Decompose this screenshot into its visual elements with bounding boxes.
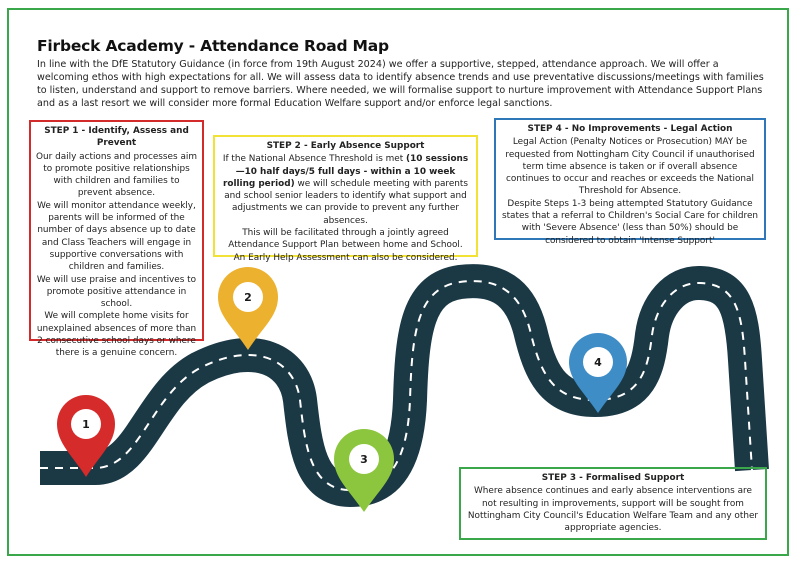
step-3-heading: STEP 3 - Formalised Support [466,472,760,484]
pin-3-label: 3 [360,453,368,466]
step-1-heading: STEP 1 - Identify, Assess and Prevent [36,125,197,150]
step-2-text-1: If the National Absence Threshold is met… [220,153,471,227]
step-4-box: STEP 4 - No Improvements - Legal Action … [494,118,766,240]
step-2-box: STEP 2 - Early Absence Support If the Na… [213,135,478,257]
step-4-text-2: Despite Steps 1-3 being attempted Statut… [501,198,759,247]
pin-1-label: 1 [82,418,90,431]
step-1-box: STEP 1 - Identify, Assess and Prevent Ou… [29,120,204,341]
step-2-heading: STEP 2 - Early Absence Support [220,140,471,152]
step-4-text-1: Legal Action (Penalty Notices or Prosecu… [501,136,759,197]
step-2-text-2: This will be facilitated through a joint… [220,227,471,252]
step-1-text-4: We will complete home visits for unexpla… [36,310,197,359]
step-1-text-2: We will monitor attendance weekly, paren… [36,200,197,274]
pin-4-label: 4 [594,356,602,369]
step-1-text-1: Our daily actions and processes aim to p… [36,151,197,200]
step-1-text-3: We will use praise and incentives to pro… [36,274,197,311]
pin-2-label: 2 [244,291,252,304]
pin-2: 2 [218,267,278,350]
step-4-heading: STEP 4 - No Improvements - Legal Action [501,123,759,135]
step-3-box: STEP 3 - Formalised Support Where absenc… [459,467,767,540]
step-2-text-1-pre: If the National Absence Threshold is met [223,154,406,164]
step-3-text-1: Where absence continues and early absenc… [466,485,760,534]
step-2-text-3: An Early Help Assessment can also be con… [220,252,471,264]
